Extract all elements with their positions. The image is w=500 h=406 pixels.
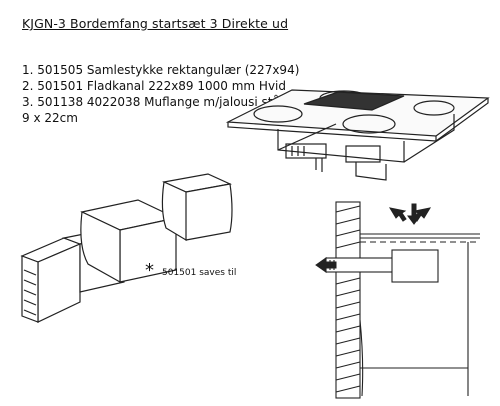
saw-note: 501501 saves til [162,268,237,278]
asterisk-icon: * [145,260,154,281]
parts-list-item-1: 1. 501505 Samlestykke rektangulær (227x9… [22,63,300,77]
document-title: KJGN-3 Bordemfang startsæt 3 Direkte ud [22,16,289,31]
parts-list-item-3: 3. 501138 4022038 Muflange m/jalousi stå… [22,95,284,125]
wall-section-illustration [315,201,480,399]
parts-list-item-2: 2. 501501 Fladkanal 222x89 1000 mm Hvid [22,79,287,93]
hob-illustration [225,89,490,181]
duct-parts-illustration [20,173,233,323]
